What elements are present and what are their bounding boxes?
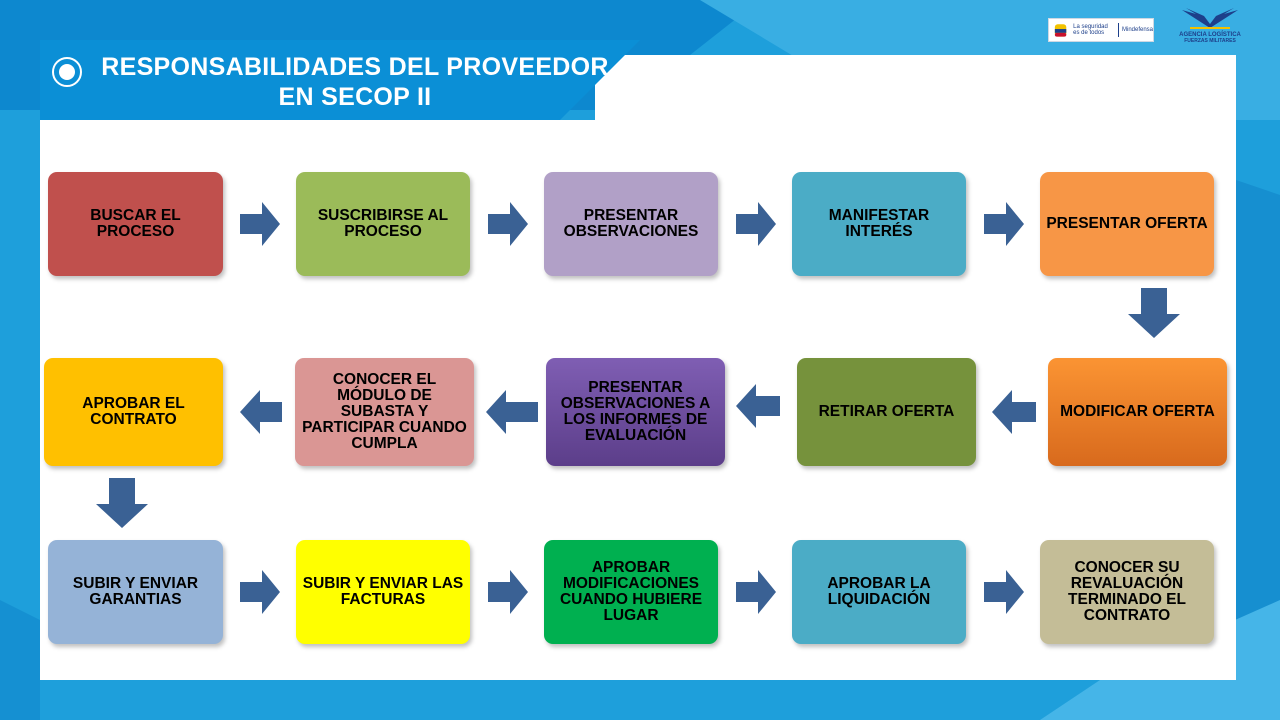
step-4-label: MANIFESTAR INTERÉS [828, 207, 930, 240]
arrow-right-icon [736, 570, 776, 614]
arrow-left-icon [992, 390, 1036, 434]
title-bullet-icon [52, 57, 82, 87]
arrow-right-icon [488, 202, 528, 246]
step-10-label: APROBAR EL CONTRATO [82, 395, 185, 428]
gov-logo-ministry: Mindefensa [1121, 27, 1154, 33]
step-7-box: RETIRAR OFERTA [797, 358, 976, 466]
arrow-right-icon [240, 202, 280, 246]
step-8-label: PRESENTAR OBSERVACIONES A LOS INFORMES D… [560, 379, 711, 444]
arrow-down-icon [96, 478, 148, 528]
step-15-box: CONOCER SU REVALUACIÓN TERMINADO EL CONT… [1040, 540, 1214, 644]
step-9-box: CONOCER EL MÓDULO DE SUBASTA Y PARTICIPA… [295, 358, 474, 466]
title-band [40, 40, 640, 120]
agency-logo: AGENCIA LOGÍSTICA FUERZAS MILITARES [1176, 6, 1244, 46]
step-13-box: APROBAR MODIFICACIONES CUANDO HUBIERE LU… [544, 540, 718, 644]
header-white-area [595, 55, 1236, 121]
step-5-label: PRESENTAR OFERTA [1046, 215, 1208, 232]
step-1-label: BUSCAR EL PROCESO [90, 207, 181, 240]
agency-logo-subtitle: FUERZAS MILITARES [1184, 38, 1236, 44]
gov-logo: La seguridad es de todos Mindefensa [1048, 18, 1154, 42]
step-14-label: APROBAR LA LIQUIDACIÓN [827, 575, 931, 608]
title-line-2: EN SECOP II [278, 83, 432, 111]
step-2-box: SUSCRIBIRSE AL PROCESO [296, 172, 470, 276]
step-11-box: SUBIR Y ENVIAR GARANTIAS [48, 540, 223, 644]
step-15-label: CONOCER SU REVALUACIÓN TERMINADO EL CONT… [1068, 559, 1186, 624]
arrow-right-icon [984, 202, 1024, 246]
coat-of-arms-icon [1054, 24, 1067, 37]
arrow-right-icon [240, 570, 280, 614]
step-12-label: SUBIR Y ENVIAR LAS FACTURAS [302, 575, 464, 608]
agency-logo-name: AGENCIA LOGÍSTICA [1179, 32, 1241, 38]
step-3-label: PRESENTAR OBSERVACIONES [563, 207, 699, 240]
step-2-label: SUSCRIBIRSE AL PROCESO [317, 207, 449, 240]
step-9-label: CONOCER EL MÓDULO DE SUBASTA Y PARTICIPA… [302, 371, 467, 452]
gov-logo-separator [1118, 23, 1119, 37]
gov-logo-text: La seguridad es de todos [1073, 24, 1108, 36]
arrow-left-icon [240, 390, 282, 434]
title-line-1: RESPONSABILIDADES DEL PROVEEDOR [101, 53, 609, 81]
arrow-right-icon [488, 570, 528, 614]
arrow-right-icon [984, 570, 1024, 614]
page-title: RESPONSABILIDADES DEL PROVEEDOR EN SECOP… [80, 52, 630, 112]
step-4-box: MANIFESTAR INTERÉS [792, 172, 966, 276]
step-1-box: BUSCAR EL PROCESO [48, 172, 223, 276]
step-10-box: APROBAR EL CONTRATO [44, 358, 223, 466]
step-7-label: RETIRAR OFERTA [818, 403, 955, 420]
step-8-box: PRESENTAR OBSERVACIONES A LOS INFORMES D… [546, 358, 725, 466]
step-12-box: SUBIR Y ENVIAR LAS FACTURAS [296, 540, 470, 644]
eagle-wings-icon [1182, 8, 1238, 29]
step-6-label: MODIFICAR OFERTA [1060, 403, 1215, 420]
step-6-box: MODIFICAR OFERTA [1048, 358, 1227, 466]
arrow-left-icon [486, 390, 538, 434]
agency-logo-text: AGENCIA LOGÍSTICA FUERZAS MILITARES [1176, 32, 1244, 44]
step-11-label: SUBIR Y ENVIAR GARANTIAS [72, 575, 199, 608]
step-13-label: APROBAR MODIFICACIONES CUANDO HUBIERE LU… [559, 559, 703, 624]
step-3-box: PRESENTAR OBSERVACIONES [544, 172, 718, 276]
arrow-left-icon [736, 384, 780, 428]
step-14-box: APROBAR LA LIQUIDACIÓN [792, 540, 966, 644]
step-5-box: PRESENTAR OFERTA [1040, 172, 1214, 276]
arrow-right-icon [736, 202, 776, 246]
arrow-down-icon [1128, 288, 1180, 338]
